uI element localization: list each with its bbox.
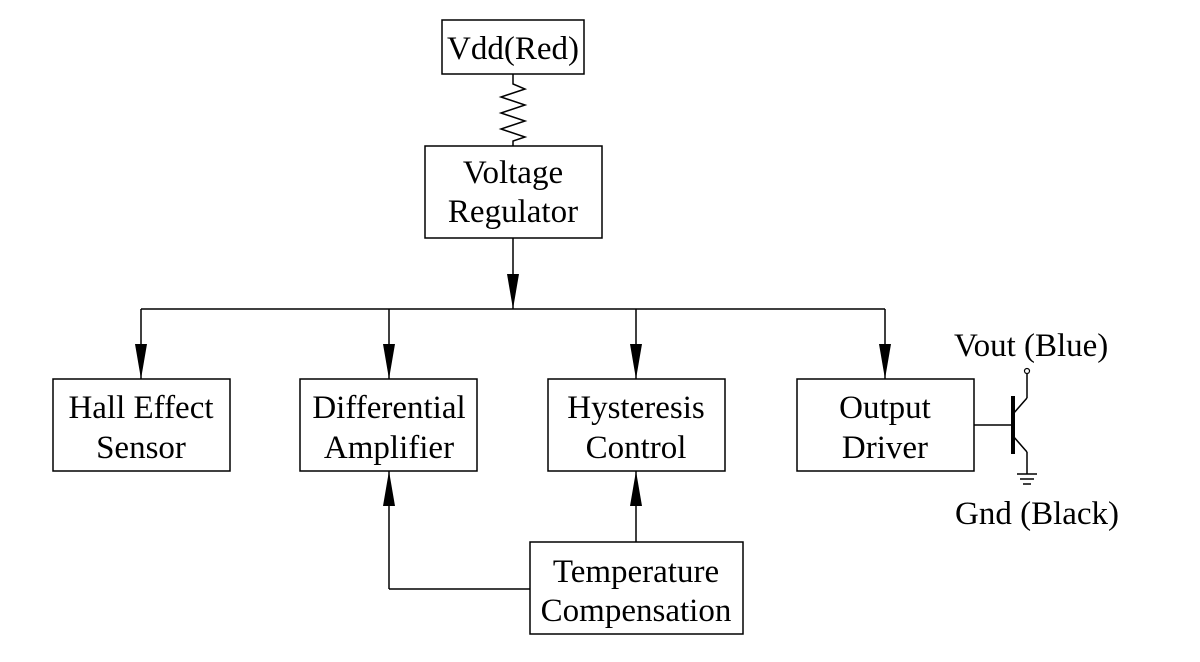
arrowhead-to-hall-sensor — [135, 344, 147, 379]
hysteresis-control-label-line2: Control — [586, 430, 687, 466]
output-driver-label-line2: Driver — [842, 430, 928, 466]
resistor-symbol — [498, 74, 528, 146]
output-driver-label-line1: Output — [839, 390, 931, 426]
regulator-output-arrowhead — [507, 274, 519, 309]
arrowhead-to-output-driver — [879, 344, 891, 379]
vdd-block: Vdd(Red) — [441, 19, 585, 75]
vout-terminal — [1023, 367, 1031, 375]
arrowhead-temp-to-hysteresis-control — [630, 471, 642, 506]
output-driver-block: Output Driver — [796, 378, 975, 472]
differential-amplifier-label-line2: Amplifier — [324, 430, 454, 466]
differential-amplifier-label-line1: Differential — [312, 390, 465, 426]
ground-icon — [1017, 473, 1037, 485]
voltage-regulator-label-line1: Voltage — [463, 155, 563, 191]
hall-effect-sensor-label-line2: Sensor — [96, 430, 186, 466]
output-transistor-symbol — [974, 367, 1031, 474]
voltage-regulator-label-line2: Regulator — [448, 194, 578, 230]
hall-effect-sensor-block: Hall Effect Sensor — [52, 378, 231, 472]
vdd-label: Vdd(Red) — [447, 31, 579, 67]
arrowhead-to-hysteresis-control — [630, 344, 642, 379]
temperature-compensation-label-line1: Temperature — [553, 554, 719, 590]
gnd-label: Gnd (Black) — [955, 496, 1119, 532]
hall-effect-sensor-label-line1: Hall Effect — [68, 390, 213, 426]
differential-amplifier-block: Differential Amplifier — [299, 378, 478, 472]
temperature-compensation-block: Temperature Compensation — [529, 541, 744, 635]
vout-label: Vout (Blue) — [954, 328, 1108, 364]
arrowhead-temp-to-differential-amplifier — [383, 471, 395, 506]
temperature-compensation-label-line2: Compensation — [541, 593, 732, 629]
voltage-regulator-block: Voltage Regulator — [424, 145, 603, 239]
hysteresis-control-block: Hysteresis Control — [547, 378, 726, 472]
arrowhead-to-differential-amplifier — [383, 344, 395, 379]
hysteresis-control-label-line1: Hysteresis — [567, 390, 704, 426]
